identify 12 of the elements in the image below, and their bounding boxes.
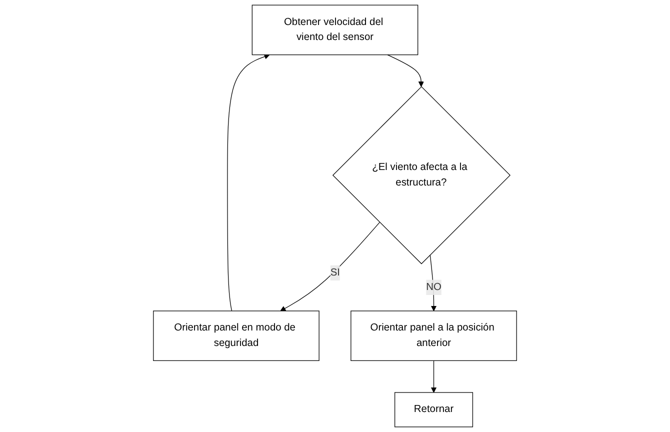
node-box: Retornar <box>394 392 474 428</box>
edge-label: NO <box>426 282 442 292</box>
arrow <box>280 222 380 312</box>
node-box: Obtener velocidad del viento del sensor <box>252 4 418 56</box>
arrow <box>430 360 437 393</box>
edge-label: SI <box>330 267 340 278</box>
node-diamond: ¿El viento afecta a la estructura? <box>332 86 510 264</box>
arrow <box>387 54 424 87</box>
node-box: Orientar panel a la posición anterior <box>350 310 517 361</box>
arrow <box>430 254 437 312</box>
arrow <box>227 54 270 312</box>
node-box: Orientar panel en modo de seguridad <box>153 310 320 361</box>
